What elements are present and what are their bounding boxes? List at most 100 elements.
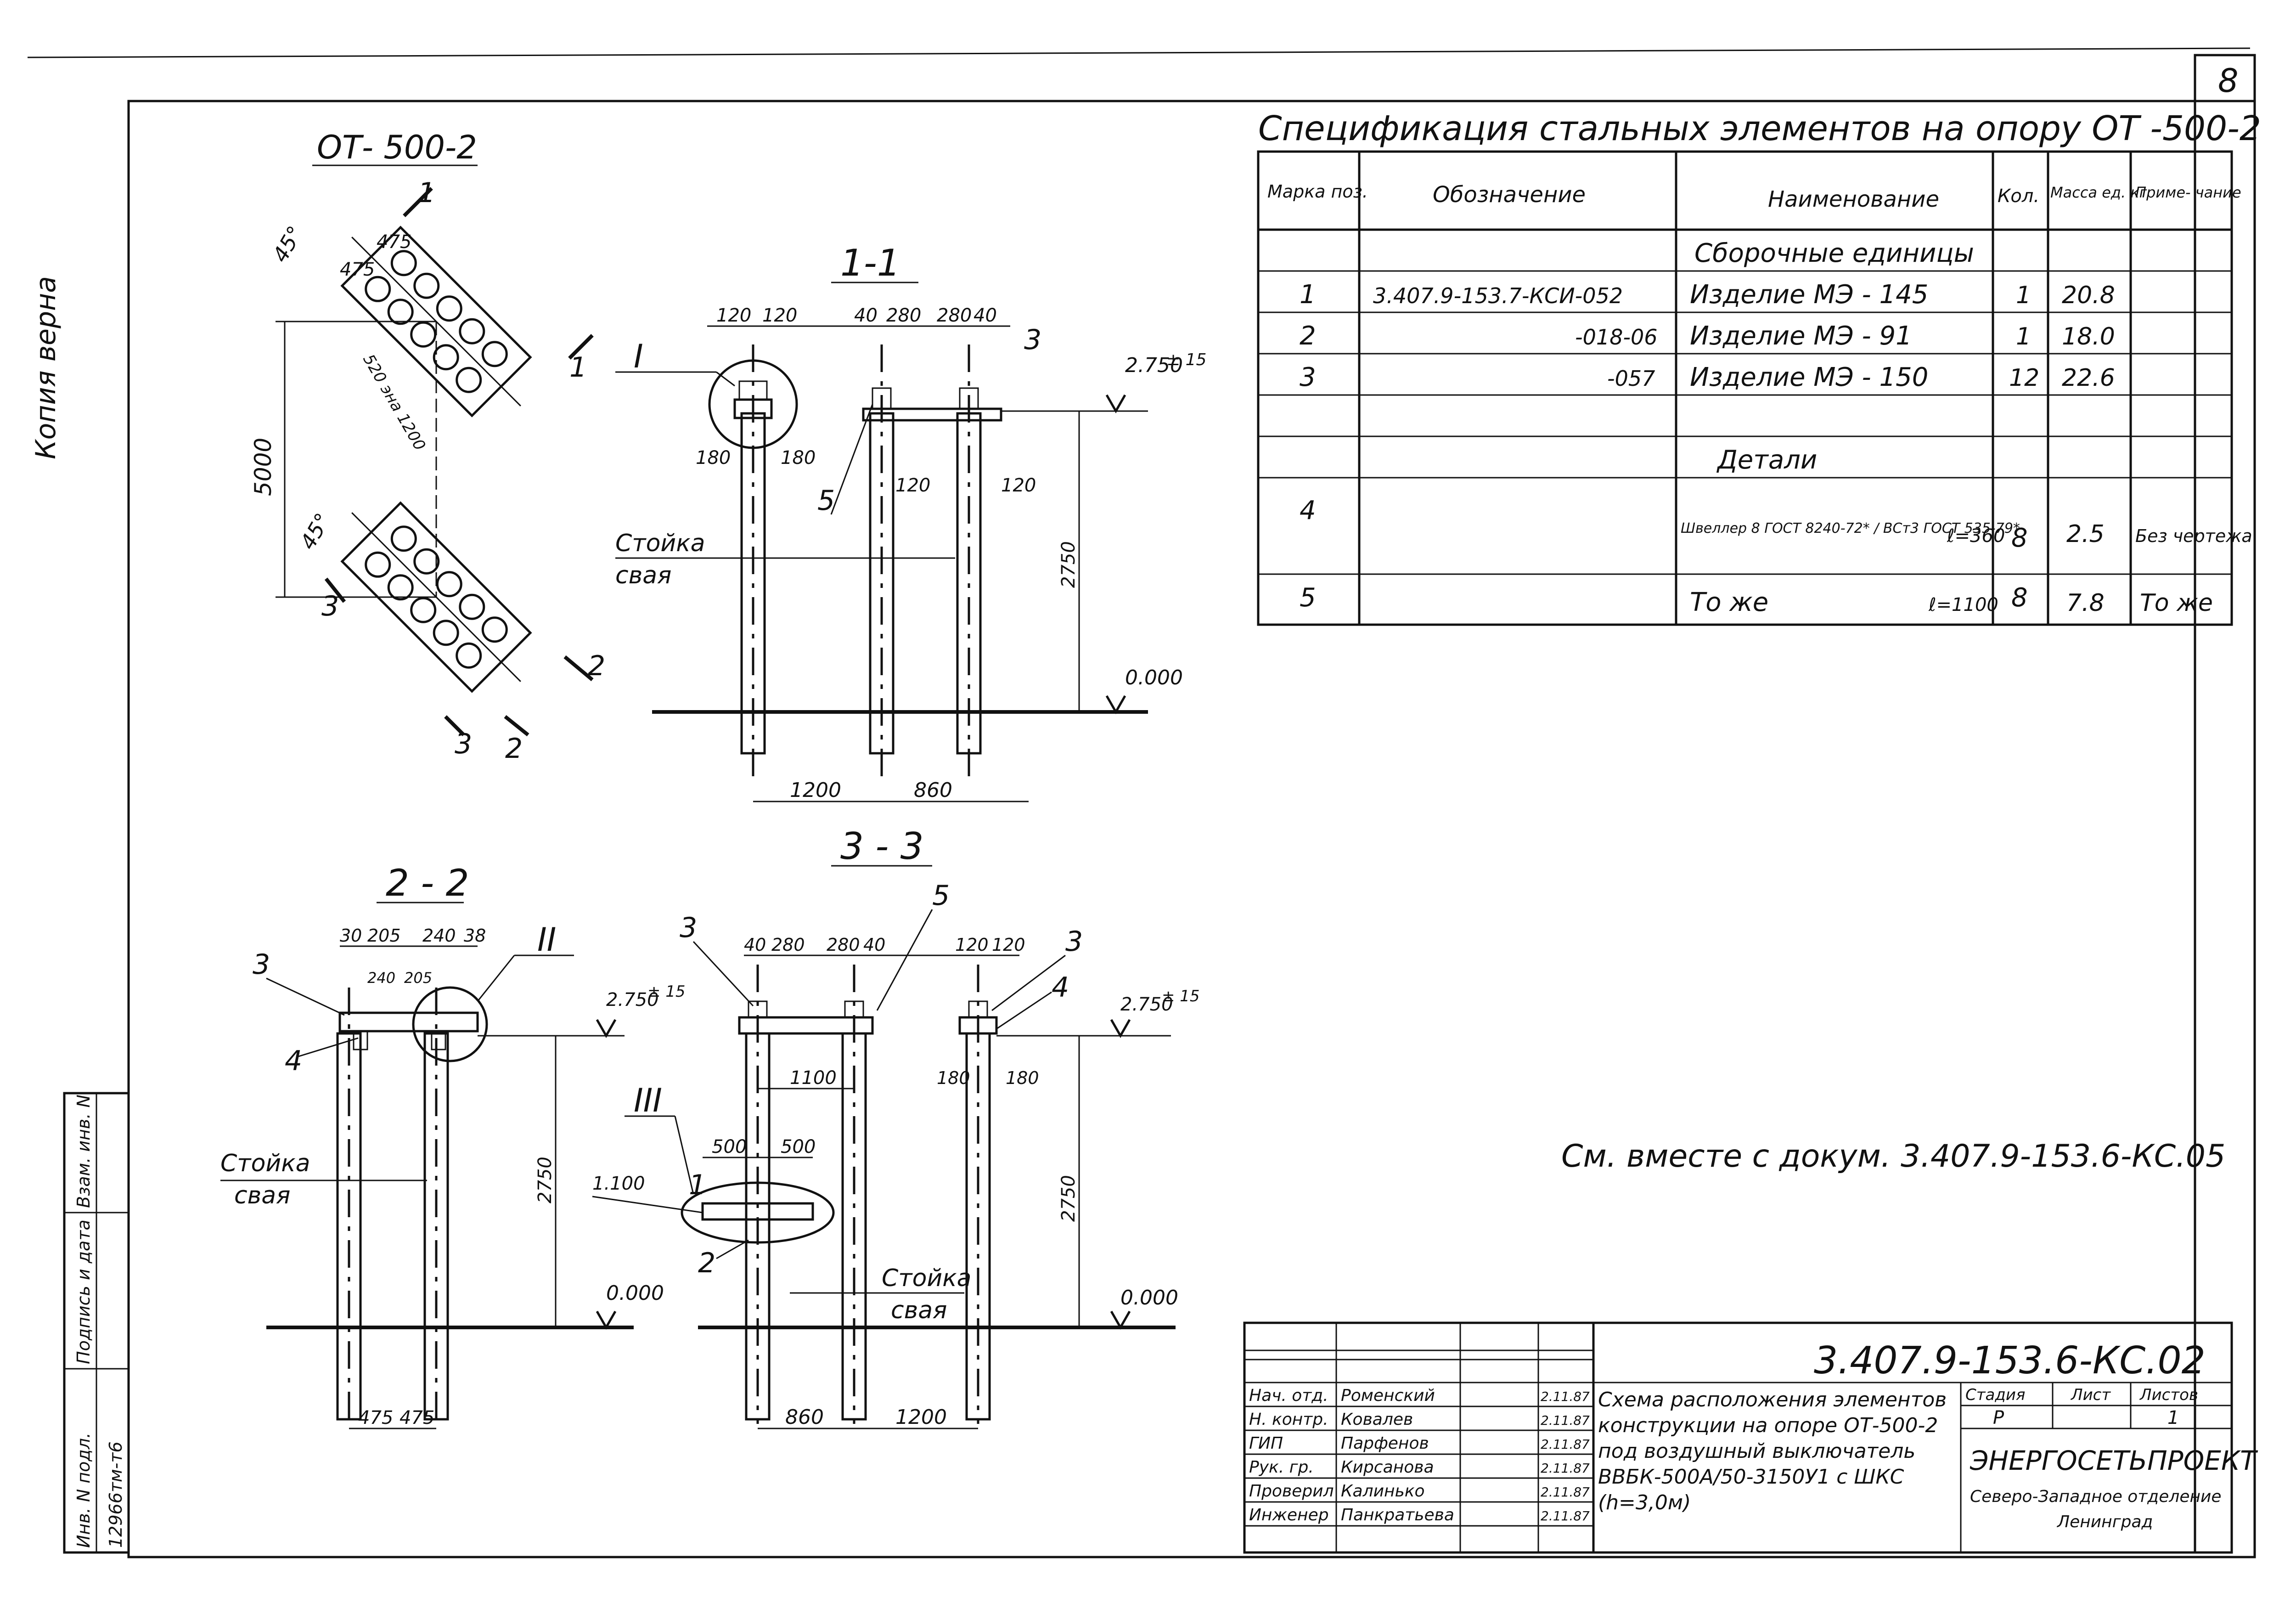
side-stamp: Копия верна Взам. инв. N Подпись и дата … <box>30 276 130 1554</box>
s11-stand-2: свая <box>615 562 671 589</box>
s33-ring-dim-2: 500 <box>781 1136 816 1157</box>
s22-bot-1: 475 <box>358 1407 393 1428</box>
s22-title: 2 - 2 <box>386 862 469 904</box>
spec-h-pos: Марка поз. <box>1267 181 1368 202</box>
s22-dim-4: 38 <box>464 926 486 946</box>
spec-group-2: Детали <box>1716 445 1817 475</box>
s33-pos-3a: 3 <box>680 912 697 944</box>
inv-podl-label: Инв. N подл. <box>73 1433 94 1548</box>
tb-role-1: Нач. отд. <box>1249 1386 1328 1405</box>
tb-name-2: Ковалев <box>1341 1410 1413 1429</box>
tb-sheet-label: Лист <box>2070 1386 2111 1404</box>
s22-elev-tol: ± 15 <box>647 982 686 1001</box>
spec-r5-mass: 7.8 <box>2066 589 2105 617</box>
reference-note: См. вместе с докум. 3.407.9-153.6-КС.05 <box>1561 1138 2225 1174</box>
spec-r3-qty: 12 <box>2009 364 2039 392</box>
spec-h-code: Обозначение <box>1433 182 1586 208</box>
copy-note: Копия верна <box>30 276 62 459</box>
s22-dim-in-1: 240 <box>367 969 395 987</box>
spec-r1-code: 3.407.9-153.7-КСИ-052 <box>1373 283 1623 308</box>
s22-height: 2750 <box>535 1157 556 1203</box>
s33-elev-tol: ± 15 <box>1162 987 1200 1005</box>
spec-table: Спецификация стальных элементов на опору… <box>1257 109 2261 626</box>
vzam-label: Взам. инв. N <box>73 1095 94 1208</box>
doc-code: 3.407.9-153.6-КС.02 <box>1814 1339 2206 1383</box>
spec-r2-pos: 2 <box>1300 321 1316 351</box>
s33-callout: III <box>634 1082 662 1119</box>
tb-org-branch: Северо-Западное отделение <box>1970 1487 2222 1506</box>
s11-dim-tl-2: 120 <box>762 305 797 326</box>
s11-dim-side-2: 180 <box>781 447 816 469</box>
tb-org-name: ЭНЕРГОСЕТЬПРОЕКТ <box>1970 1445 2258 1476</box>
s11-dim-tm-1: 40 <box>854 305 878 326</box>
s22-dim-in-2: 205 <box>404 969 432 987</box>
spec-r4-pos: 4 <box>1300 496 1316 525</box>
s33-dim-tm-2: 40 <box>863 935 885 955</box>
tb-org-city: Ленинград <box>2056 1513 2153 1531</box>
s33-ring-dim-1: 500 <box>712 1136 747 1157</box>
spec-r1-pos: 1 <box>1300 280 1316 310</box>
title-block: 3.407.9-153.6-КС.02 Нач. отд. Роменский … <box>1243 1321 2258 1554</box>
s11-dim-side-3: 120 <box>895 475 930 496</box>
spec-r5-qty: 8 <box>2011 583 2028 613</box>
s22-stand-1: Стойка <box>220 1150 310 1177</box>
s11-elev-top: 2.750 <box>1125 354 1183 377</box>
spec-r2-mass: 18.0 <box>2062 323 2115 350</box>
tb-name-5: Калинько <box>1341 1482 1425 1501</box>
spec-r2-qty: 1 <box>2016 323 2031 350</box>
s11-height: 2750 <box>1058 541 1079 588</box>
s22-stand-2: свая <box>234 1182 290 1209</box>
spec-r1-mass: 20.8 <box>2062 282 2115 309</box>
spec-r5-name: То же <box>1690 587 1768 617</box>
s22-dim-1: 30 <box>340 926 362 946</box>
tb-name-6: Панкратьева <box>1341 1506 1454 1524</box>
tb-name-4: Кирсанова <box>1341 1458 1434 1477</box>
s33-elev-zero: 0.000 <box>1120 1286 1178 1310</box>
s33-dim-tr-2: 120 <box>992 935 1025 955</box>
spec-r5-note: То же <box>2140 589 2213 617</box>
tb-sheet: 1 <box>2167 1407 2179 1428</box>
spec-r1-name: Изделие МЭ - 145 <box>1690 280 1928 310</box>
plan-mark-2b: 2 <box>505 733 523 765</box>
spec-r5-len: ℓ=1100 <box>1928 594 1998 615</box>
s11-dim-tl-1: 120 <box>716 305 751 326</box>
spec-r3-pos: 3 <box>1300 362 1316 392</box>
s33-pos-3b: 3 <box>1065 926 1083 958</box>
s22-callout: II <box>537 921 556 959</box>
spec-title: Спецификация стальных элементов на опору… <box>1258 109 2261 148</box>
plan-dim-5000: 5000 <box>250 438 276 496</box>
s33-pos-5: 5 <box>932 880 950 912</box>
tb-role-6: Инженер <box>1249 1506 1329 1524</box>
s33-dim-side-1: 180 <box>937 1068 970 1088</box>
s11-dim-side-1: 180 <box>696 447 731 469</box>
s33-dim-side-2: 180 <box>1006 1068 1039 1088</box>
tb-description: Схема расположения элементов конструкции… <box>1598 1388 1947 1514</box>
s11-pos-3: 3 <box>1024 324 1041 356</box>
s11-callout: I <box>634 338 643 375</box>
podpis-label: Подпись и дата <box>73 1219 94 1364</box>
s33-height: 2750 <box>1058 1175 1079 1222</box>
tb-stage: Р <box>1993 1407 2004 1428</box>
s11-dim-tm-2: 280 <box>886 305 921 326</box>
s11-elev-zero: 0.000 <box>1125 666 1183 689</box>
s11-elev-tol: ± 15 <box>1166 350 1206 369</box>
tb-date-2: 2.11.87 <box>1541 1413 1590 1428</box>
tb-date-3: 2.11.87 <box>1541 1437 1590 1452</box>
spec-r4-qty: 8 <box>2011 523 2028 553</box>
section-3-3: 3 - 3 1.100 500 500 III 2750 2.750 ± 15 … <box>592 825 1200 1429</box>
s11-title: 1-1 <box>840 242 900 284</box>
s22-elev-zero: 0.000 <box>606 1281 664 1305</box>
s22-dim-2: 205 <box>367 926 401 946</box>
spec-h-note: Приме- чание <box>2135 184 2241 201</box>
s33-elev-top: 2.750 <box>1120 994 1173 1015</box>
s33-pos-4: 4 <box>1052 971 1069 1004</box>
spec-group-1: Сборочные единицы <box>1694 238 1974 268</box>
tb-role-2: Н. контр. <box>1249 1410 1328 1429</box>
s11-dim-side-4: 120 <box>1001 475 1036 496</box>
spec-r4-len: ℓ=360 <box>1947 525 2005 547</box>
tb-name-1: Роменский <box>1341 1386 1435 1405</box>
tb-date-4: 2.11.87 <box>1541 1461 1590 1476</box>
plan-dim-step: 520 эна 1200 <box>359 351 429 454</box>
tb-role-4: Рук. гр. <box>1249 1458 1314 1477</box>
